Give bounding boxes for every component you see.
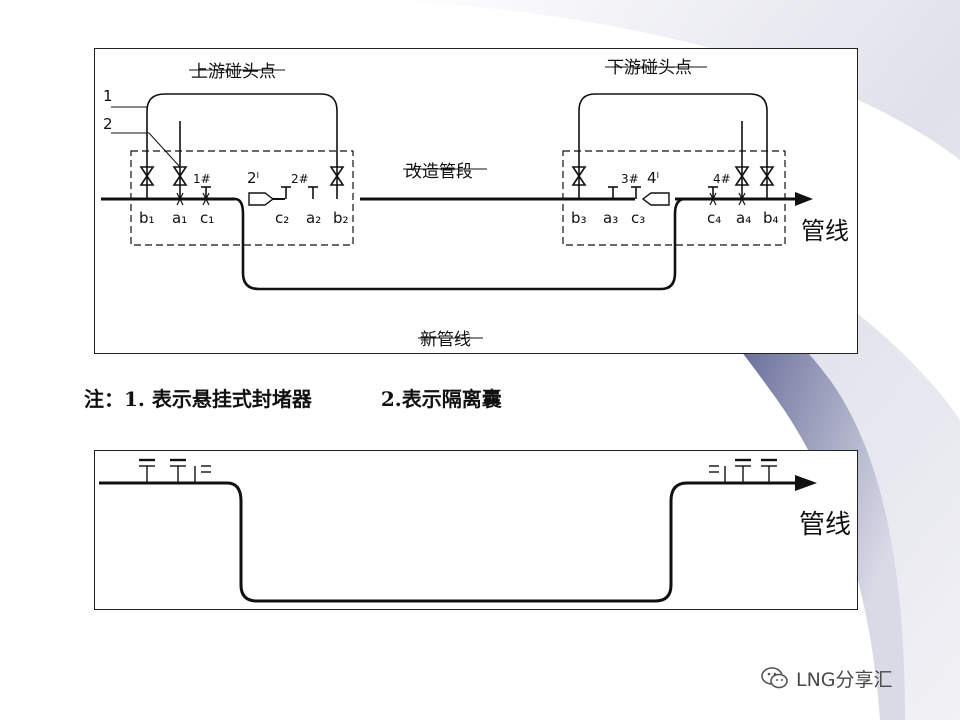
wechat-icon: [761, 667, 788, 689]
valve-label: a₃: [603, 209, 618, 227]
marker-2: 2: [103, 115, 113, 133]
diagram-top-panel: 上游碰头点 下游碰头点 改造管段 新管线 管线 1 2 1# 2# 3# 4# …: [94, 48, 858, 354]
valve-label: c₂: [275, 209, 289, 227]
flow-arrow-icon: [795, 475, 817, 491]
valve-label: a₂: [306, 209, 321, 227]
valve-label: b₁: [139, 209, 155, 227]
section-label: 改造管段: [405, 162, 473, 182]
legend-note: 注：1. 表示悬挂式封堵器 2.表示隔离囊: [84, 383, 844, 412]
note-item-2: 2.表示隔离囊: [380, 387, 502, 411]
downstream-label: 下游碰头点: [607, 58, 692, 78]
watermark-text: LNG分享汇: [796, 668, 893, 691]
marker-1: 1: [103, 87, 113, 105]
valve-label: c₁: [200, 209, 214, 227]
note-item-1: 注：1. 表示悬挂式封堵器: [84, 387, 312, 411]
valve-label: c₄: [707, 209, 721, 227]
valve-label: a₁: [172, 209, 187, 227]
valve-label: b₂: [333, 209, 349, 227]
valve-label: c₃: [631, 209, 645, 227]
pipeline-label: 管线: [799, 510, 851, 540]
valve-label: b₃: [571, 209, 587, 227]
pipeline-final-diagram: 管线: [99, 458, 851, 603]
pipeline-bypass-diagram: 上游碰头点 下游碰头点 改造管段 新管线 管线 1 2 1# 2# 3# 4# …: [101, 58, 849, 350]
new-line-label: 新管线: [420, 330, 471, 350]
diagram-bottom-panel: 管线: [94, 450, 858, 610]
plug-label-3: 3#: [621, 172, 639, 186]
plug-label-4: 4#: [713, 172, 731, 186]
watermark: LNG分享汇: [760, 663, 893, 693]
bag-label-2: 2ˡ: [247, 169, 259, 187]
plug-label-2: 2#: [291, 172, 309, 186]
pipeline-label: 管线: [801, 217, 849, 245]
valve-label: a₄: [736, 209, 751, 227]
bag-label-4: 4ˡ: [647, 169, 659, 187]
flow-arrow-icon: [795, 192, 813, 206]
valve-label: b₄: [763, 209, 779, 227]
upstream-label: 上游碰头点: [191, 62, 276, 82]
plug-label-1: 1#: [193, 172, 211, 186]
